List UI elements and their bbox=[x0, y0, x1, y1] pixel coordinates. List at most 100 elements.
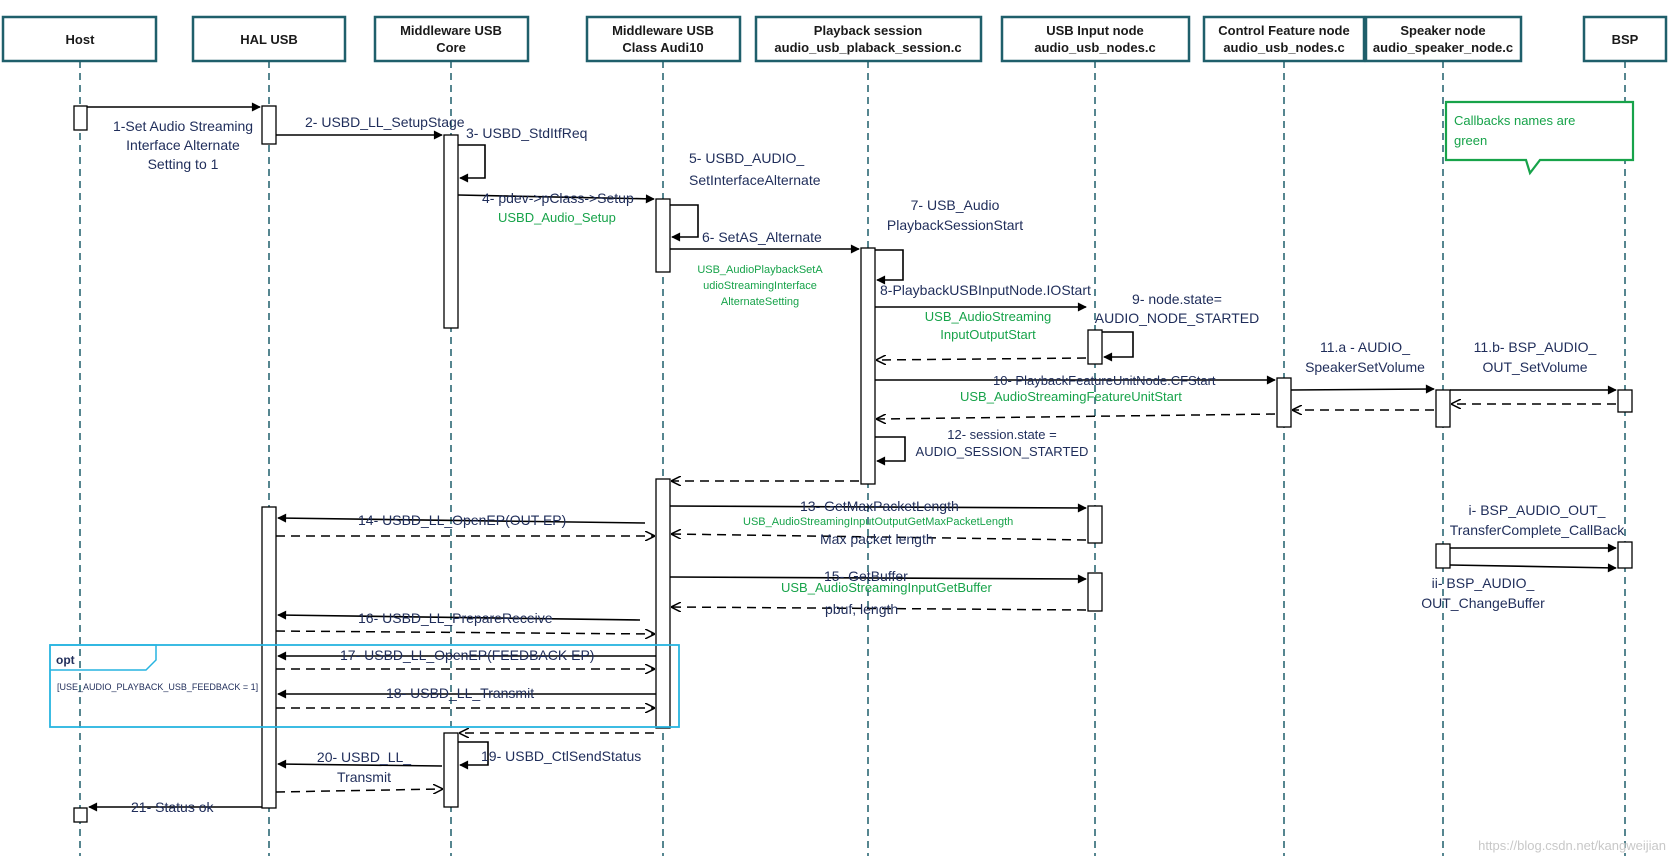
msg-9-line2: AUDIO_NODE_STARTED bbox=[1095, 310, 1259, 326]
participant-middleware-class: Middleware USB Class Audi10 bbox=[585, 15, 742, 63]
arrow-15 bbox=[669, 574, 1087, 584]
activation-class-2 bbox=[655, 478, 671, 729]
return-13 bbox=[672, 534, 1087, 541]
arrow-5 bbox=[670, 204, 699, 242]
msg-i-line1: i- BSP_AUDIO_OUT_ bbox=[1469, 502, 1606, 518]
msg-11b-line1: 11.b- BSP_AUDIO_ bbox=[1474, 339, 1597, 355]
arrow-14 bbox=[277, 513, 646, 524]
arrow-13 bbox=[669, 503, 1087, 513]
participant-host-title: Host bbox=[66, 32, 96, 47]
participant-control-feature-node-line2: audio_usb_nodes.c bbox=[1223, 40, 1344, 55]
msg-11a-line2: SpeakerSetVolume bbox=[1305, 359, 1425, 375]
participant-speaker-node-line1: Speaker node bbox=[1400, 23, 1485, 38]
arrow-7 bbox=[875, 249, 904, 285]
msg-5-line2: SetInterfaceAlternate bbox=[689, 172, 821, 188]
msg-11a-line1: 11.a - AUDIO_ bbox=[1320, 339, 1410, 355]
msg-21: 21- Status ok bbox=[131, 799, 214, 815]
msg-14: 14- USBD_LL_OpenEP(OUT EP) bbox=[358, 512, 566, 528]
participant-playback-session: Playback session audio_usb_plaback_sessi… bbox=[754, 15, 983, 63]
participant-speaker-node-line2: audio_speaker_node.c bbox=[1373, 40, 1513, 55]
return-arrows bbox=[275, 358, 1616, 792]
return-9 bbox=[877, 358, 1087, 360]
participant-middleware-core-line1: Middleware USB bbox=[400, 23, 502, 38]
opt-guard: [USE_AUDIO_PLAYBACK_USB_FEEDBACK = 1] bbox=[57, 682, 258, 692]
msg-i-line2: TransferComplete_CallBack bbox=[1450, 522, 1626, 538]
participant-control-feature-node-line1: Control Feature node bbox=[1218, 23, 1349, 38]
participant-usb-input-node-line2: audio_usb_nodes.c bbox=[1034, 40, 1155, 55]
participant-middleware-class-line1: Middleware USB bbox=[612, 23, 714, 38]
msg-5-line1: 5- USBD_AUDIO_ bbox=[689, 150, 804, 166]
activation-hal-2 bbox=[261, 506, 277, 809]
msg-ii-line1: ii- BSP_AUDIO_ bbox=[1432, 575, 1535, 591]
msg-8-callback-line2: InputOutputStart bbox=[940, 327, 1036, 342]
note-line2: green bbox=[1454, 133, 1487, 148]
participants: Host HAL USB Middleware USB Core Middlew… bbox=[1, 15, 1668, 63]
participant-bsp: BSP bbox=[1582, 15, 1668, 63]
return-20 bbox=[275, 789, 442, 792]
msg-11b-line2: OUT_SetVolume bbox=[1482, 359, 1587, 375]
activation-bsp-2 bbox=[1617, 541, 1633, 569]
activation-core-1 bbox=[443, 134, 459, 329]
opt-fragment: opt [USE_AUDIO_PLAYBACK_USB_FEEDBACK = 1… bbox=[49, 644, 680, 728]
return-10 bbox=[877, 413, 1276, 419]
activation-host-1 bbox=[73, 105, 88, 131]
msg-1-line3: Setting to 1 bbox=[148, 156, 219, 172]
activation-play-1 bbox=[860, 247, 876, 485]
msg-7-line2: PlaybackSessionStart bbox=[887, 217, 1023, 233]
msg-4-callback: USBD_Audio_Setup bbox=[498, 210, 616, 225]
msg-4: 4- pdev->pClass->Setup bbox=[482, 190, 634, 206]
participant-hal-usb-title: HAL USB bbox=[240, 32, 298, 47]
arrow-ii bbox=[1449, 563, 1617, 573]
note-shape bbox=[1444, 100, 1635, 176]
msg-13-callback: USB_AudioStreamingInputOutputGetMaxPacke… bbox=[743, 516, 1013, 528]
msg-12-line1: 12- session.state = bbox=[947, 427, 1056, 442]
arrow-9 bbox=[1102, 331, 1134, 362]
msg-6-callback-line2: udioStreamingInterface bbox=[703, 280, 817, 292]
msg-15: 15- GetBuffer bbox=[824, 568, 908, 584]
return-15 bbox=[672, 607, 1087, 610]
participant-middleware-core: Middleware USB Core bbox=[373, 15, 530, 63]
activation-usbin-3 bbox=[1087, 572, 1103, 612]
msg-6: 6- SetAS_Alternate bbox=[702, 229, 822, 245]
arrow-11a bbox=[1290, 384, 1435, 394]
activation-host-2 bbox=[73, 807, 88, 823]
participant-speaker-node: Speaker node audio_speaker_node.c bbox=[1364, 15, 1523, 63]
note-callbacks: Callbacks names are green bbox=[1444, 100, 1635, 176]
opt-frame bbox=[49, 644, 680, 728]
msg-1-line1: 1-Set Audio Streaming bbox=[113, 118, 253, 134]
participant-host: Host bbox=[1, 15, 158, 63]
msg-12-line2: AUDIO_SESSION_STARTED bbox=[916, 444, 1089, 459]
arrow-16 bbox=[277, 610, 641, 621]
activation-hal-1 bbox=[261, 105, 277, 145]
participant-usb-input-node-line1: USB Input node bbox=[1046, 23, 1144, 38]
arrow-19 bbox=[458, 741, 489, 770]
msg-3: 3- USBD_StdItfReq bbox=[466, 125, 587, 141]
msg-20-line2: Transmit bbox=[337, 769, 391, 785]
msg-ii-line2: OUT_ChangeBuffer bbox=[1421, 595, 1545, 611]
msg-1-line2: Interface Alternate bbox=[126, 137, 240, 153]
activation-usbin-2 bbox=[1087, 505, 1103, 544]
arrow-3 bbox=[458, 144, 486, 183]
msg-2: 2- USBD_LL_SetupStage bbox=[305, 114, 465, 130]
activation-class-1 bbox=[655, 198, 671, 273]
return-16 bbox=[275, 631, 654, 634]
msg-13-return: Max packet length bbox=[820, 531, 934, 547]
msg-8: 8-PlaybackUSBInputNode.IOStart bbox=[880, 282, 1091, 298]
arrow-20 bbox=[277, 759, 443, 769]
opt-tab bbox=[50, 644, 157, 671]
msg-10: 10- PlaybackFeatureUnitNode.CFStart bbox=[993, 373, 1216, 388]
activation-ctrl-1 bbox=[1276, 377, 1292, 428]
message-labels: 1-Set Audio Streaming Interface Alternat… bbox=[113, 114, 1625, 815]
activation-spk-2 bbox=[1435, 543, 1451, 569]
msg-6-callback-line3: AlternateSetting bbox=[721, 296, 799, 308]
msg-15-return: pbuf, length bbox=[825, 601, 898, 617]
participant-middleware-class-line2: Class Audi10 bbox=[622, 40, 703, 55]
msg-7-line1: 7- USB_Audio bbox=[911, 197, 1000, 213]
activation-usbin-1 bbox=[1087, 329, 1103, 365]
msg-20-line1: 20- USBD_LL_ bbox=[317, 749, 411, 765]
participant-playback-session-line1: Playback session bbox=[814, 23, 922, 38]
lifelines bbox=[79, 61, 1626, 856]
message-arrows bbox=[87, 102, 1617, 812]
participant-hal-usb: HAL USB bbox=[191, 15, 347, 63]
